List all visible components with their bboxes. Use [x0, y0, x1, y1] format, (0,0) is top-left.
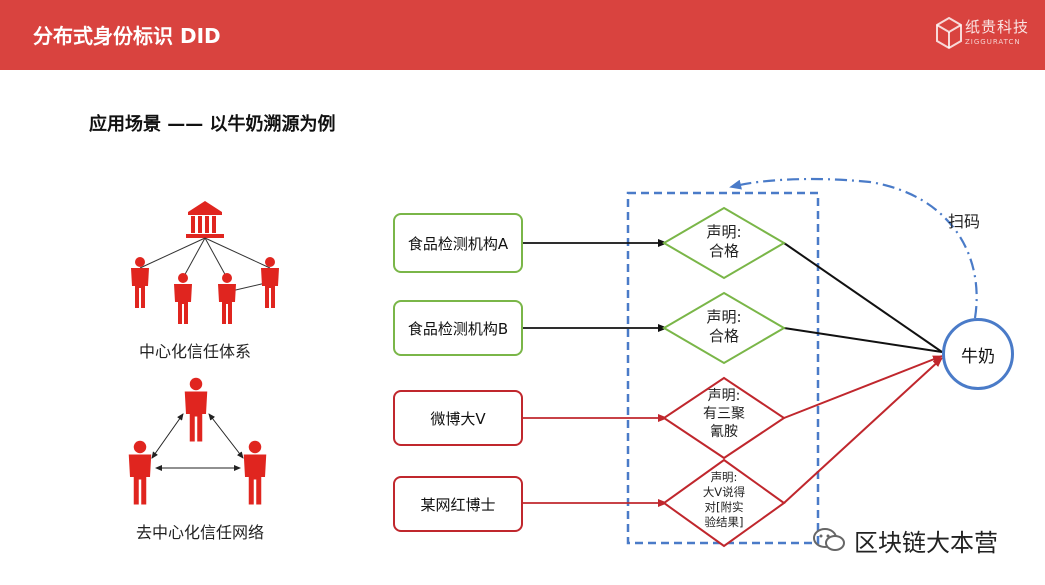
- person-icon: [243, 440, 267, 505]
- claim-diamond-b: [662, 291, 786, 365]
- issuer-label: 食品检测机构A: [407, 234, 509, 253]
- claim-diamond-a: [662, 206, 786, 280]
- claim-link-a: [783, 242, 943, 353]
- claim-link-b: [783, 327, 943, 353]
- claim-link-weibo: [783, 355, 943, 419]
- claim-text-a: 声明: 合格: [694, 223, 754, 261]
- product-node-milk: 牛奶: [942, 318, 1014, 390]
- watermark: 区块链大本营: [812, 522, 998, 558]
- centralized-caption: 中心化信任体系: [139, 342, 252, 361]
- claim-text-weibo: 声明: 有三聚 氰胺: [689, 387, 759, 442]
- issuer-label: 食品检测机构B: [407, 319, 509, 338]
- institution-icon: [186, 201, 224, 238]
- claim-line: 声明:: [707, 388, 741, 404]
- claim-diamond-weibo: [662, 376, 786, 460]
- claim-link-doctor: [783, 357, 943, 504]
- page-title: 分布式身份标识 DID: [33, 24, 221, 48]
- claim-line: 对[附实: [704, 499, 744, 514]
- claim-line: 声明:: [710, 470, 738, 484]
- watermark-text: 区块链大本营: [854, 528, 998, 557]
- scan-path: [729, 177, 978, 319]
- issuer-label: 某网红博士: [420, 495, 496, 514]
- claim-text-b: 声明: 合格: [694, 308, 754, 346]
- issuer-box-a: 食品检测机构A: [393, 213, 523, 273]
- logo-subtext: ZIGGURATCN: [965, 38, 1021, 46]
- wechat-icon: [813, 528, 845, 551]
- person-icon: [261, 257, 279, 308]
- issuer-label: 微博大V: [430, 409, 486, 428]
- person-icon: [128, 440, 152, 505]
- claim-line: 合格: [708, 326, 739, 345]
- claim-line: 验结果]: [704, 514, 744, 529]
- person-icon: [218, 273, 236, 324]
- claim-line: 声明:: [706, 308, 742, 326]
- person-icons-decentralized: [128, 377, 267, 505]
- verification-region: [626, 191, 820, 545]
- issuer-box-doctor: 某网红博士: [393, 476, 523, 532]
- logo-icon: [936, 16, 962, 50]
- person-icons-centralized: [131, 257, 279, 324]
- claim-line: 大V说得: [702, 484, 746, 499]
- claim-diamond-doctor: [662, 458, 786, 548]
- person-icon: [184, 377, 208, 442]
- person-icon: [174, 273, 192, 324]
- claim-line: 合格: [708, 241, 739, 260]
- claim-text-doctor: 声明: 大V说得 对[附实 验结果]: [689, 470, 759, 530]
- logo-text: 纸贵科技: [965, 18, 1030, 36]
- person-icon: [131, 257, 149, 308]
- issuer-box-weibo: 微博大V: [393, 390, 523, 446]
- brand-logo: 纸贵科技 ZIGGURATCN: [935, 14, 1030, 54]
- claim-line: 氰胺: [710, 424, 738, 441]
- hierarchy-lines: [139, 237, 271, 293]
- section-heading: 应用场景 —— 以牛奶溯源为例: [89, 114, 336, 135]
- peer-links: [151, 413, 244, 471]
- scan-label: 扫码: [948, 212, 981, 231]
- header-bar: 分布式身份标识 DID 纸贵科技 ZIGGURATCN: [0, 0, 1045, 70]
- product-label: 牛奶: [961, 346, 995, 367]
- issuer-box-b: 食品检测机构B: [393, 300, 523, 356]
- claim-line: 有三聚: [703, 406, 745, 423]
- decentralized-caption: 去中心化信任网络: [136, 523, 265, 542]
- claim-line: 声明:: [706, 223, 742, 241]
